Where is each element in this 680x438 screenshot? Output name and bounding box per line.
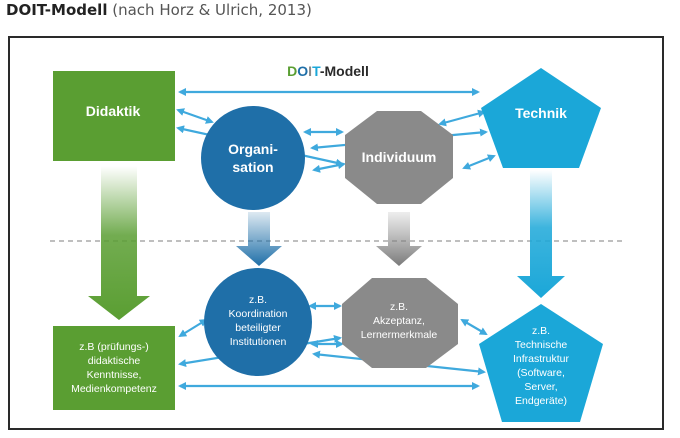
node-organisation: Organi- sation — [201, 106, 305, 210]
node-didaktik-example: z.B (prüfungs-) didaktische Kenntnisse, … — [53, 326, 175, 410]
organisation-example-line-1: z.B. — [249, 294, 267, 306]
didaktik-example-line-1: z.B (prüfungs-) — [79, 341, 148, 353]
didaktik-example-line-2: didaktische — [88, 355, 141, 367]
page-heading: DOIT-Modell (nach Horz & Ulrich, 2013) — [6, 1, 312, 19]
technik-example-line-6: Endgeräte) — [515, 395, 567, 407]
connector-individuum-technik-lower — [462, 154, 496, 170]
diagram-title-letter-t: T — [312, 63, 321, 79]
organisation-example-line-4: Institutionen — [230, 336, 287, 348]
diagram-title-letter-o: O — [297, 63, 308, 79]
didaktik-example-line-3: Kenntnisse, — [87, 369, 142, 381]
node-technik: Technik — [481, 68, 601, 168]
connector-bottom-didaktik-organisation — [178, 318, 208, 338]
didaktik-label: Didaktik — [86, 103, 141, 119]
technik-example-line-5: Server, — [524, 381, 557, 393]
organisation-label-line-2: sation — [232, 159, 273, 175]
node-individuum-example: z.B. Akzeptanz, Lernermerkmale — [342, 278, 458, 368]
node-organisation-example: z.B. Koordination beteiligter Institutio… — [204, 268, 312, 376]
individuum-example-line-1: z.B. — [390, 301, 408, 313]
technik-example-line-2: Technische — [515, 339, 568, 351]
individuum-example-octagon — [342, 278, 458, 368]
diagram-title: DOIT-Modell — [287, 63, 369, 79]
connector-didaktik-organisation — [176, 108, 214, 124]
didaktik-down-arrow — [88, 166, 150, 320]
technik-down-arrow — [517, 170, 565, 298]
organisation-example-line-3: beteiligter — [235, 322, 281, 334]
node-technik-example: z.B. Technische Infrastruktur (Software,… — [479, 304, 603, 422]
connector-organisation-individuum-lower — [312, 161, 346, 173]
diagram-title-letter-i: I — [308, 63, 312, 79]
diagram-title-suffix: -Modell — [320, 63, 369, 79]
connector-individuum-technik-upper — [438, 109, 486, 127]
organisation-label-line-1: Organi- — [228, 141, 278, 157]
organisation-example-circle — [204, 268, 312, 376]
technik-label: Technik — [515, 105, 567, 121]
technik-example-line-3: Infrastruktur — [513, 353, 570, 365]
page-title: DOIT-Modell — [6, 1, 108, 19]
node-individuum: Individuum — [345, 111, 453, 204]
individuum-octagon — [345, 111, 453, 204]
technik-example-line-1: z.B. — [532, 325, 550, 337]
organisation-down-arrow — [236, 212, 282, 266]
connector-bottom-individuum-technik — [460, 318, 488, 336]
didaktik-box — [53, 71, 175, 161]
technik-pentagon — [481, 68, 601, 168]
page-subtitle: (nach Horz & Ulrich, 2013) — [112, 1, 312, 19]
organisation-example-line-2: Koordination — [229, 308, 288, 320]
individuum-example-line-2: Akzeptanz, — [373, 315, 425, 327]
technik-example-line-4: (Software, — [517, 367, 565, 379]
individuum-down-arrow — [376, 212, 422, 266]
individuum-example-line-3: Lernermerkmale — [361, 329, 438, 341]
didaktik-example-line-4: Medienkompetenz — [71, 383, 157, 395]
individuum-label: Individuum — [362, 149, 437, 165]
diagram-title-letter-d: D — [287, 63, 297, 79]
organisation-circle — [201, 106, 305, 210]
didaktik-example-box — [53, 326, 175, 410]
technik-example-pentagon — [479, 304, 603, 422]
node-didaktik: Didaktik — [53, 71, 175, 161]
